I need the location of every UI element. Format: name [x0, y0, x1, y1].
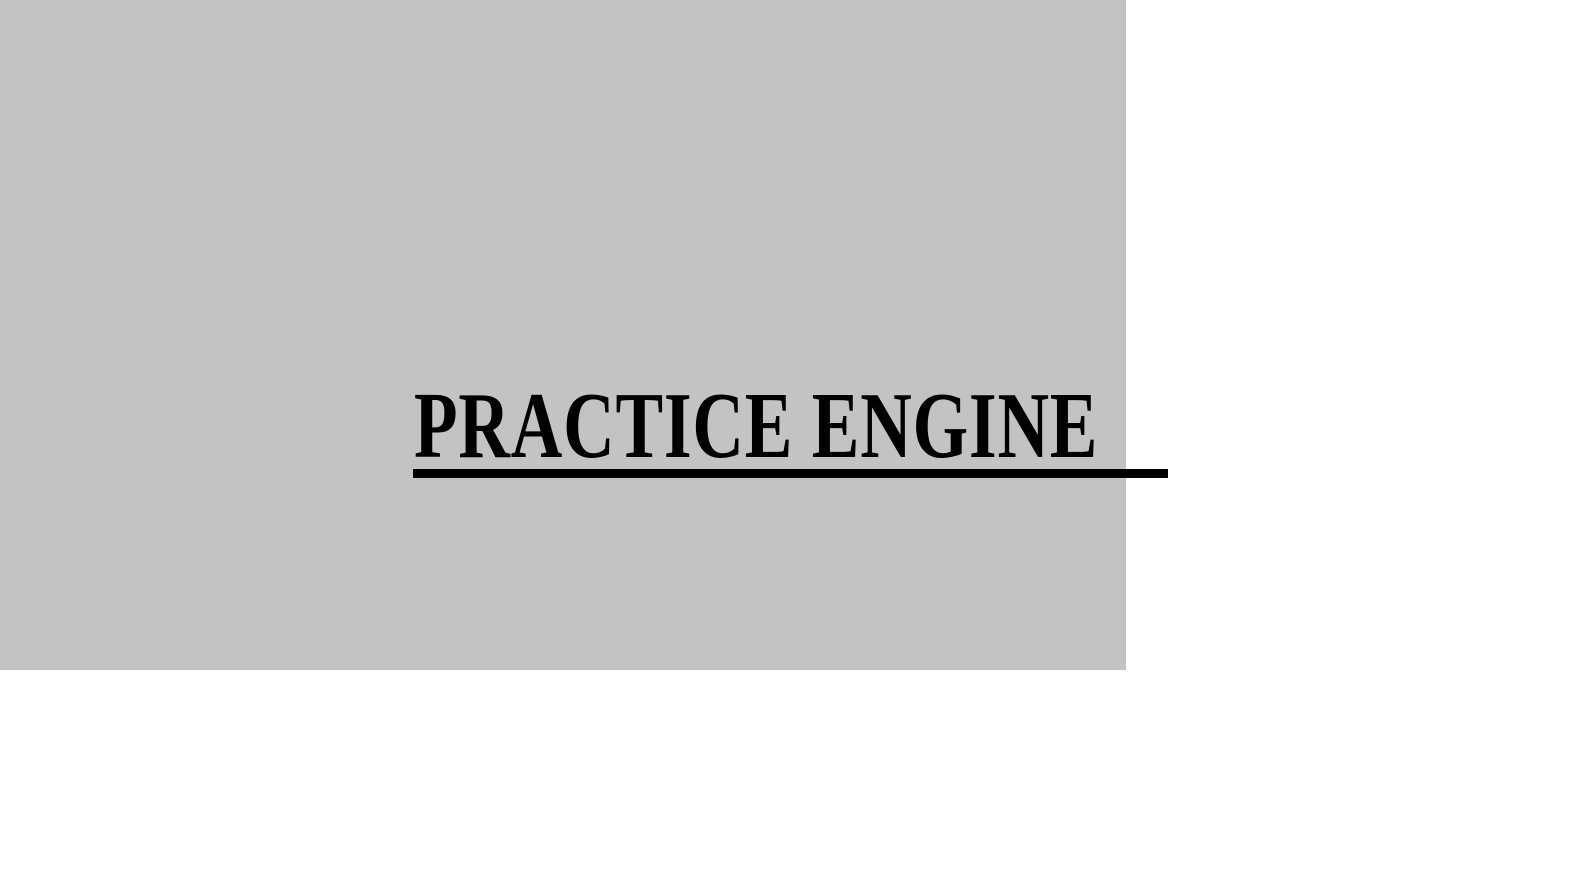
gray-background-panel [0, 0, 1126, 670]
title-underline [413, 469, 1168, 478]
app-title: PRACTICE ENGINE [414, 374, 1099, 478]
